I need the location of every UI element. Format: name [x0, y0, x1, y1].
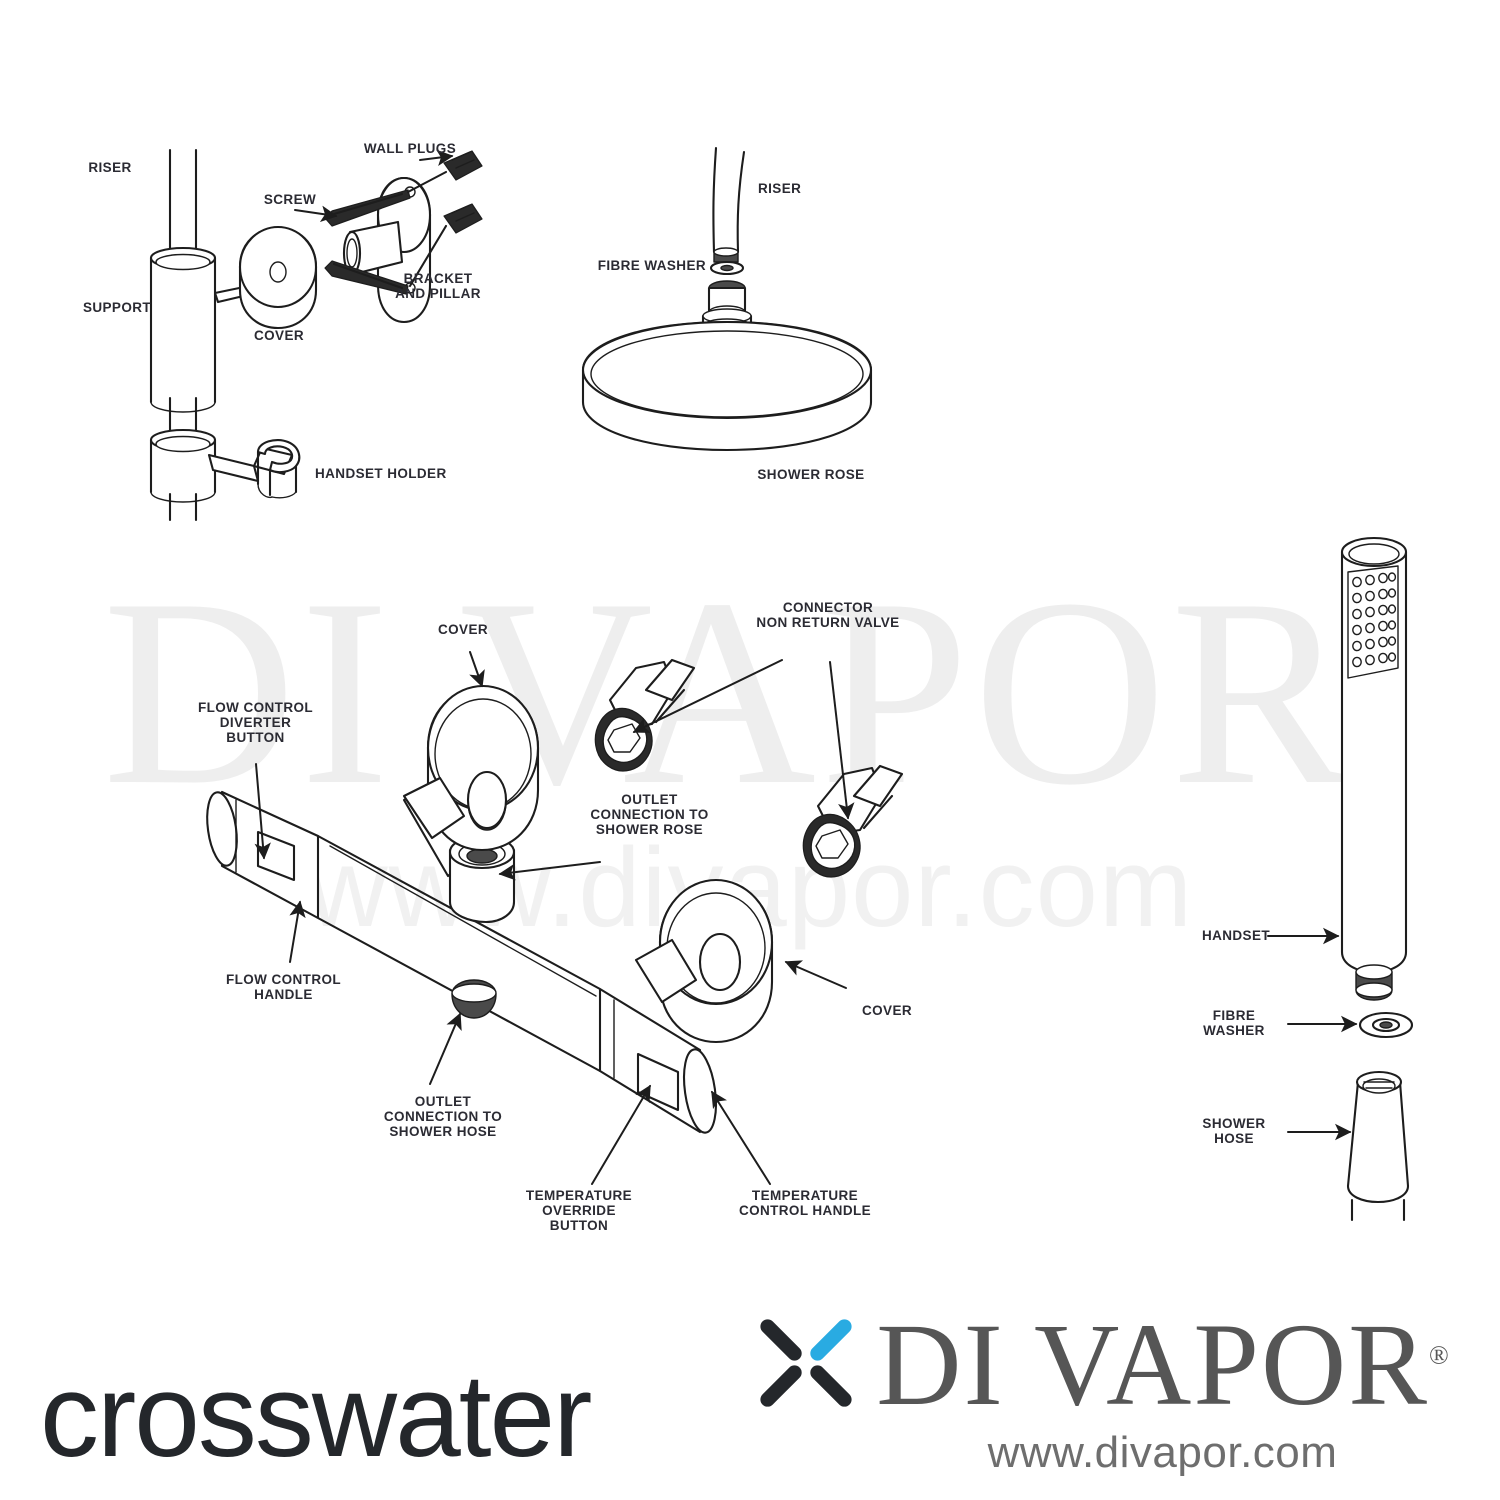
label-bracket-and-pillar: BRACKET AND PILLAR: [395, 271, 481, 301]
leader-wall-plugs: [419, 149, 454, 167]
body-nut-left: [402, 776, 466, 840]
footer-logos: crosswater DI VAPOR® www.divapor.com: [0, 1285, 1500, 1500]
label-flow-control-handle: FLOW CONTROL HANDLE: [225, 972, 342, 1002]
label-cover-right: COVER: [861, 1003, 912, 1018]
leader-temp-handle: [711, 1090, 771, 1185]
riser-pipe: [168, 148, 198, 522]
divapor-logo: DI VAPOR® www.divapor.com: [855, 1303, 1470, 1481]
leader-screw: [294, 205, 338, 222]
label-flow-control-diverter-button: FLOW CONTROL DIVERTER BUTTON: [197, 700, 314, 745]
screws: [324, 189, 411, 295]
label-cover-left: COVER: [437, 622, 488, 637]
thermostatic-valve-assembly: [206, 651, 904, 1185]
fibre-washer-rose: [709, 260, 745, 276]
divapor-wordmark-text: DI VAPOR: [876, 1299, 1429, 1430]
riser-support-assembly: [149, 148, 483, 522]
rose-riser-arm: [712, 146, 746, 263]
handset: [1340, 536, 1408, 1001]
label-wall-plugs: WALL PLUGS: [363, 141, 457, 156]
leader-cover-right: [784, 960, 847, 989]
divapor-registered-icon: ®: [1428, 1340, 1449, 1370]
label-riser-top: RISER: [88, 160, 132, 175]
cover-disc-riser: [238, 225, 318, 330]
label-fibre-washer-rose: FIBRE WASHER: [597, 258, 706, 273]
body-nut-right: [634, 938, 698, 1004]
handset-holder-collar: [149, 428, 217, 503]
handset-assembly: [1267, 536, 1414, 1222]
label-shower-hose: SHOWER HOSE: [1202, 1116, 1266, 1146]
wall-plugs: [406, 150, 483, 288]
leader-diverter-button: [254, 763, 271, 860]
leader-flow-handle: [289, 900, 306, 963]
label-riser-rose: RISER: [758, 181, 802, 196]
leader-nrv-upper: [632, 659, 783, 733]
leader-nrv-lower: [829, 661, 855, 820]
crosswater-wordmark: crosswater: [40, 1350, 592, 1482]
label-handset: HANDSET: [1201, 928, 1270, 943]
leader-outlet-hose: [429, 1012, 462, 1085]
label-screw: SCREW: [263, 192, 317, 207]
divapor-url: www.divapor.com: [987, 1428, 1338, 1477]
crosswater-x-icon: [760, 1319, 852, 1407]
label-handset-holder: HANDSET HOLDER: [315, 466, 447, 481]
shower-rose-plate: [581, 320, 873, 452]
crosswater-logo: crosswater: [40, 1307, 860, 1477]
label-outlet-connection-shower-rose: OUTLET CONNECTION TO SHOWER ROSE: [590, 792, 709, 837]
handset-holder: [207, 438, 301, 499]
shower-rose-assembly: [581, 146, 873, 452]
label-temperature-control-handle: TEMPERATURE CONTROL HANDLE: [738, 1188, 872, 1218]
label-shower-rose: SHOWER ROSE: [757, 467, 865, 482]
connector-non-return-valve-lower: [802, 764, 904, 878]
leader-outlet-rose: [498, 861, 601, 881]
label-fibre-washer-handset: FIBRE WASHER: [1203, 1008, 1265, 1038]
connector-non-return-valve-upper: [594, 658, 696, 772]
cover-escutcheon-left: [426, 684, 540, 852]
label-outlet-connection-shower-hose: OUTLET CONNECTION TO SHOWER HOSE: [383, 1094, 503, 1139]
divapor-wordmark: DI VAPOR®: [855, 1303, 1470, 1427]
shower-hose: [1346, 1070, 1410, 1222]
label-temperature-override-button: TEMPERATURE OVERRIDE BUTTON: [525, 1188, 633, 1233]
fibre-washer-handset: [1358, 1011, 1414, 1039]
label-cover-riser: COVER: [253, 328, 304, 343]
leader-cover-left: [469, 651, 485, 688]
leader-override-button: [591, 1084, 651, 1185]
label-connector-non-return-valve: CONNECTOR NON RETURN VALVE: [756, 600, 900, 630]
label-support: SUPPORT: [82, 300, 152, 315]
